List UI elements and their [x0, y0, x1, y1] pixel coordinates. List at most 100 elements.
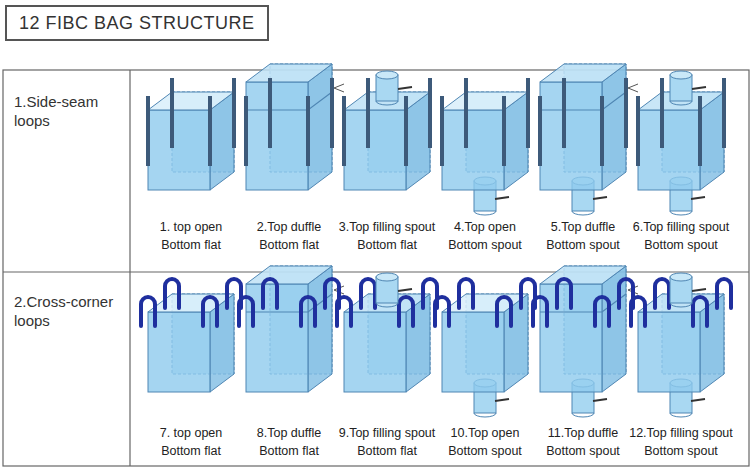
spout-tie	[593, 399, 607, 401]
cross-corner-loop	[631, 297, 645, 326]
spout-tie	[398, 289, 412, 291]
cross-corner-loop	[717, 279, 731, 308]
bag-side	[308, 266, 332, 392]
bag-front	[442, 312, 504, 392]
spout-tie	[691, 399, 705, 401]
bag-caption: 12.Top filling spout Bottom spout	[626, 424, 736, 460]
bag-front	[638, 312, 700, 392]
bag-front	[442, 110, 504, 190]
table-frame	[3, 70, 749, 466]
side-seam-loop	[244, 96, 248, 166]
bottom-spout	[572, 413, 594, 417]
bag-caption: 4.Top open Bottom spout	[445, 218, 525, 254]
side-seam-loop	[538, 96, 542, 166]
top-spout	[670, 303, 692, 307]
bottom-spout	[572, 211, 594, 215]
side-seam-loop	[232, 78, 236, 148]
bag-caption: 5.Top duffle Bottom spout	[543, 218, 623, 254]
top-spout	[670, 101, 692, 105]
title-box: 12 FIBC BAG STRUCTURE	[5, 5, 269, 41]
bag-caption: 8.Top duffle Bottom flat	[254, 424, 325, 460]
bottom-spout	[474, 211, 496, 215]
side-seam-loop	[636, 96, 640, 166]
spout-tie	[692, 289, 706, 291]
bag-front	[344, 110, 406, 190]
top-spout	[376, 303, 398, 307]
side-seam-loop	[208, 96, 212, 166]
side-seam-loop	[722, 78, 726, 148]
side-seam-loop	[268, 78, 272, 148]
bag-caption: 10.Top open Bottom spout	[445, 424, 525, 460]
bottom-spout	[670, 413, 692, 417]
top-spout	[376, 101, 398, 105]
bag-side	[602, 266, 626, 392]
duffle-tie	[628, 84, 638, 92]
cross-corner-loop	[399, 297, 413, 326]
table-divider	[3, 271, 749, 272]
side-seam-loop	[342, 96, 346, 166]
duffle-seam	[540, 92, 626, 110]
bottom-spout	[670, 211, 692, 215]
spout-tie	[691, 197, 705, 199]
bag-front	[148, 312, 210, 392]
side-seam-loop	[306, 96, 310, 166]
side-seam-loop	[464, 78, 468, 148]
cross-corner-loop	[203, 297, 217, 326]
side-seam-loop	[660, 78, 664, 148]
cross-corner-loop	[459, 279, 473, 308]
bag-top	[540, 266, 626, 284]
bag-caption: 11.Top duffle Bottom spout	[543, 424, 623, 460]
spout-tie	[398, 87, 412, 89]
side-seam-loop	[698, 96, 702, 166]
bag-front	[148, 110, 210, 190]
cross-corner-loop	[693, 297, 707, 326]
table-divider	[129, 70, 130, 466]
side-seam-loop	[562, 78, 566, 148]
cross-corner-loop	[557, 279, 571, 308]
bag-top	[442, 92, 528, 110]
cross-corner-loop	[337, 297, 351, 326]
bag-front	[344, 312, 406, 392]
bag-side	[308, 64, 332, 190]
bag-caption: 7. top open Bottom flat	[157, 424, 226, 460]
bag-side	[602, 64, 626, 190]
bag-front	[540, 82, 602, 190]
cross-corner-loop	[533, 297, 547, 326]
cross-corner-loop	[655, 279, 669, 308]
bag-top	[442, 294, 528, 312]
bag-top	[148, 294, 234, 312]
top-spout	[670, 71, 692, 79]
bag-caption: 6.Top filling spout Bottom spout	[630, 218, 733, 254]
side-seam-loop	[146, 96, 150, 166]
cross-corner-loop	[497, 297, 511, 326]
cross-corner-loop	[263, 279, 277, 308]
side-seam-loop	[440, 96, 444, 166]
bag-caption: 9.Top filling spout Bottom flat	[336, 424, 439, 460]
bag-caption: 3.Top filling spout Bottom flat	[336, 218, 439, 254]
bottom-spout	[474, 413, 496, 417]
bag-top	[540, 64, 626, 82]
top-spout	[670, 273, 692, 281]
side-seam-loop	[404, 96, 408, 166]
cross-corner-loop	[239, 297, 253, 326]
cross-corner-loop	[361, 279, 375, 308]
spout-tie	[495, 197, 509, 199]
cross-corner-loop	[435, 297, 449, 326]
bag-top	[246, 64, 332, 82]
bag-top	[148, 92, 234, 110]
duffle-seam	[540, 294, 626, 312]
cross-corner-loop	[141, 297, 155, 326]
spout-tie	[692, 87, 706, 89]
side-seam-loop	[526, 78, 530, 148]
side-seam-loop	[330, 78, 334, 148]
bag-front	[638, 110, 700, 190]
spout-tie	[495, 399, 509, 401]
row-heading: 1.Side-seam loops	[14, 92, 122, 130]
side-seam-loop	[600, 96, 604, 166]
bag-front	[246, 82, 308, 190]
duffle-seam	[246, 92, 332, 110]
cross-corner-loop	[165, 279, 179, 308]
top-spout	[376, 273, 398, 281]
side-seam-loop	[624, 78, 628, 148]
